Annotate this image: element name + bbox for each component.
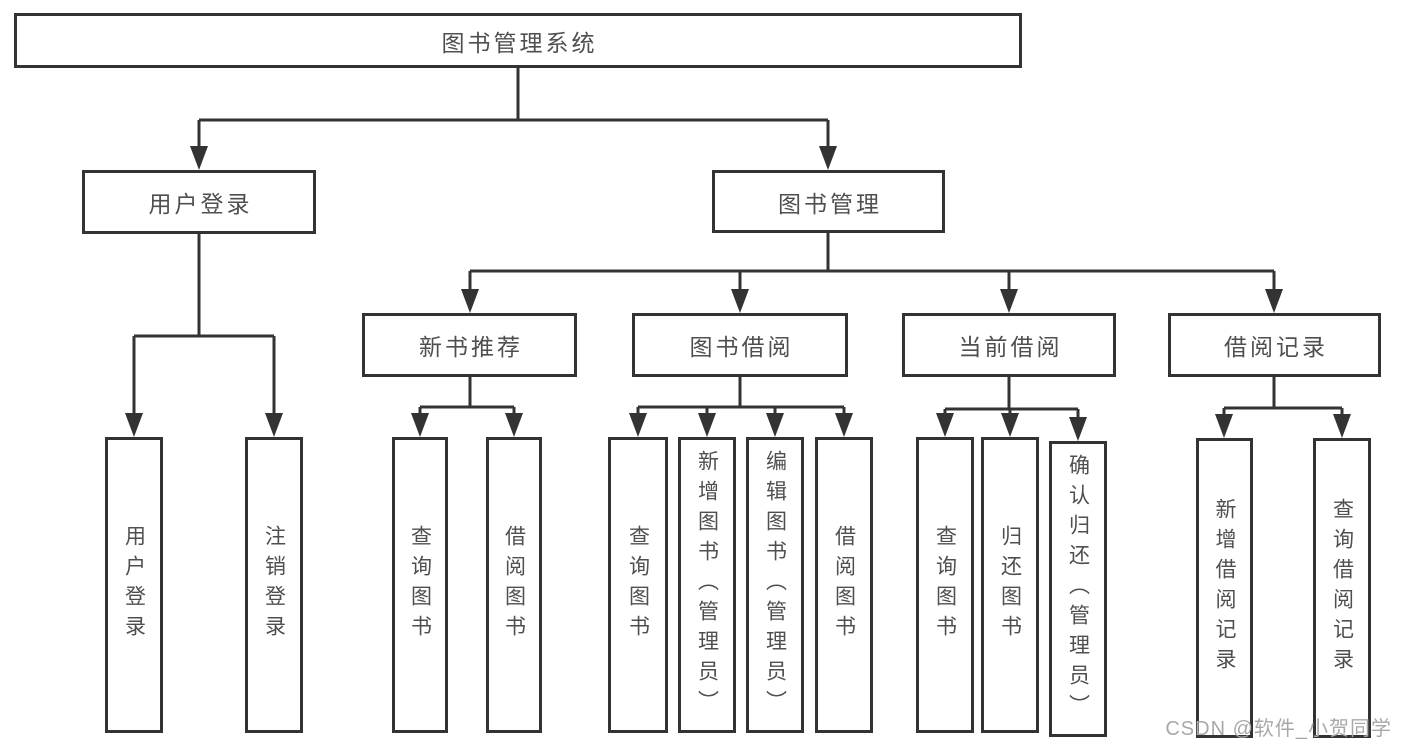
arrow-down-icon	[190, 146, 208, 170]
arrow-down-icon	[1265, 289, 1283, 313]
leaf-label: 注销登录	[262, 525, 286, 645]
arrow-down-icon	[411, 413, 429, 437]
leaf-label: 查询借阅记录	[1330, 498, 1354, 678]
leaf-label: 新增图书（管理员）	[695, 450, 719, 720]
leaf-label: 查询图书	[626, 525, 650, 645]
node-new-book-recommend: 新书推荐	[362, 313, 577, 377]
node-book-management: 图书管理	[712, 170, 945, 233]
node-leaf-query-books-3: 查询图书	[916, 437, 974, 733]
node-leaf-query-books-2: 查询图书	[608, 437, 668, 733]
node-leaf-user-login: 用户登录	[105, 437, 163, 733]
node-library-management-system: 图书管理系统	[14, 13, 1022, 68]
node-leaf-logout: 注销登录	[245, 437, 303, 733]
leaf-label: 归还图书	[998, 525, 1022, 645]
arrow-down-icon	[1001, 413, 1019, 437]
node-borrow-records: 借阅记录	[1168, 313, 1381, 377]
arrow-down-icon	[766, 413, 784, 437]
arrow-down-icon	[265, 413, 283, 437]
leaf-label: 用户登录	[122, 525, 146, 645]
arrow-down-icon	[505, 413, 523, 437]
csdn-watermark: CSDN @软件_小贺同学	[1165, 718, 1392, 740]
arrow-down-icon	[835, 413, 853, 437]
leaf-label: 查询图书	[933, 525, 957, 645]
arrow-down-icon	[1069, 417, 1087, 441]
arrow-down-icon	[1215, 414, 1233, 438]
arrow-down-icon	[936, 413, 954, 437]
node-leaf-edit-books-admin: 编辑图书（管理员）	[746, 437, 804, 733]
node-leaf-borrow-books-1: 借阅图书	[486, 437, 542, 733]
node-leaf-confirm-return-admin: 确认归还（管理员）	[1049, 441, 1107, 737]
arrow-down-icon	[1000, 289, 1018, 313]
node-leaf-return-books: 归还图书	[981, 437, 1039, 733]
arrow-down-icon	[731, 289, 749, 313]
arrow-down-icon	[1333, 414, 1351, 438]
leaf-label: 借阅图书	[502, 525, 526, 645]
arrow-down-icon	[629, 413, 647, 437]
leaf-label: 借阅图书	[832, 525, 856, 645]
arrow-down-icon	[819, 146, 837, 170]
node-leaf-query-borrow-record: 查询借阅记录	[1313, 438, 1371, 738]
leaf-label: 查询图书	[408, 525, 432, 645]
node-user-login: 用户登录	[82, 170, 316, 234]
arrow-down-icon	[125, 413, 143, 437]
node-current-borrow: 当前借阅	[902, 313, 1116, 377]
node-leaf-add-borrow-record: 新增借阅记录	[1196, 438, 1253, 738]
leaf-label: 确认归还（管理员）	[1066, 454, 1090, 724]
arrow-down-icon	[461, 289, 479, 313]
leaf-label: 编辑图书（管理员）	[763, 450, 787, 720]
arrow-down-icon	[698, 413, 716, 437]
node-leaf-add-books-admin: 新增图书（管理员）	[678, 437, 736, 733]
node-leaf-borrow-books-2: 借阅图书	[815, 437, 873, 733]
leaf-label: 新增借阅记录	[1213, 498, 1236, 678]
node-leaf-query-books-1: 查询图书	[392, 437, 448, 733]
node-book-borrow: 图书借阅	[632, 313, 848, 377]
